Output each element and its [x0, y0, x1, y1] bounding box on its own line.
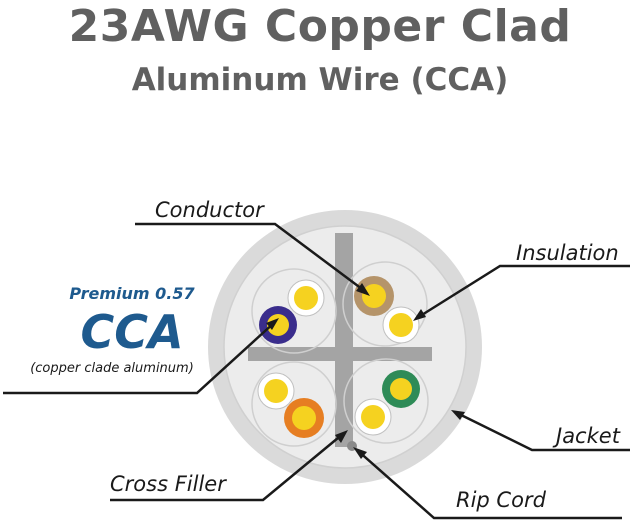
pair-boundary	[251, 268, 337, 354]
insulation-label: Insulation	[516, 241, 619, 265]
conductor-arrowhead	[356, 283, 370, 296]
jacket-label: Jacket	[556, 424, 620, 448]
insulation-leader-line	[416, 264, 630, 320]
wire-conductor	[362, 284, 386, 308]
rip-cord-leader-line	[356, 449, 622, 520]
conductor-label: Conductor	[155, 198, 264, 222]
pair-boundary	[342, 261, 428, 347]
cross-filler-label: Cross Filler	[110, 472, 226, 496]
cca-description: (copper clade aluminum)	[30, 361, 194, 376]
rip-cord-label: Rip Cord	[456, 488, 546, 512]
wire-conductor	[390, 378, 412, 400]
wire-conductor	[389, 313, 413, 337]
wire-conductor	[294, 286, 318, 310]
jacket-arrowhead	[451, 410, 465, 420]
cca-badge: CCA	[80, 305, 184, 359]
jacket-leader-line	[454, 410, 630, 452]
cross-filler-leader-line	[110, 432, 345, 502]
wire-conductor	[267, 314, 289, 336]
cca-arrowhead	[266, 318, 279, 330]
cross-filler-vertical	[335, 233, 353, 447]
cca-leader-line	[3, 321, 276, 395]
wire-conductor	[361, 405, 385, 429]
wire-conductor	[292, 406, 316, 430]
cross-filler-arrowhead	[335, 430, 348, 443]
premium-badge-label: Premium 0.57	[69, 284, 195, 303]
conductor-leader-line	[135, 222, 367, 294]
wire-conductor	[264, 379, 288, 403]
diagram-title: 23AWG Copper Clad	[68, 1, 572, 52]
cross-filler-horizontal	[248, 347, 432, 361]
pair-boundary	[251, 361, 337, 447]
insulation-arrowhead	[413, 309, 426, 321]
diagram-subtitle: Aluminum Wire (CCA)	[131, 62, 509, 98]
pair-boundary	[343, 358, 429, 444]
rip-cord-arrowhead	[353, 447, 367, 459]
